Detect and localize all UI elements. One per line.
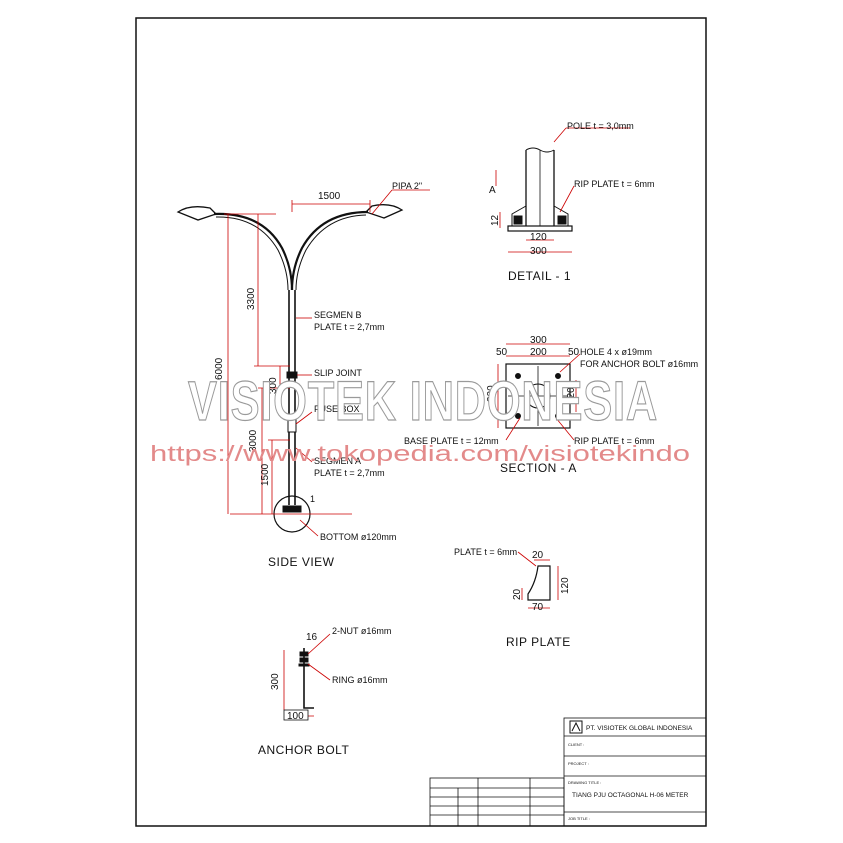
anchor-bolt-dimensions bbox=[283, 633, 331, 717]
side-view-text: 1500 PIPA 2" 6000 3300 300 3000 1500 SEG… bbox=[214, 181, 422, 569]
left-arm-inner bbox=[215, 216, 289, 291]
label-segmen-a-plate: PLATE t = 2,7mm bbox=[314, 468, 385, 478]
dim-top-span: 1500 bbox=[318, 191, 341, 202]
label-segmen-a: SEGMEN A bbox=[314, 456, 361, 466]
dim-section-left: 50 bbox=[496, 347, 508, 358]
section-a bbox=[505, 363, 571, 429]
label-detail-rip-plate: RIP PLATE t = 6mm bbox=[574, 179, 654, 189]
dim-detail-outer: 300 bbox=[530, 246, 547, 257]
right-arm bbox=[290, 210, 369, 291]
label-segmen-b: SEGMEN B bbox=[314, 310, 362, 320]
label-hole-anchor: FOR ANCHOR BOLT ø16mm bbox=[580, 359, 698, 369]
dim-detail-inner: 120 bbox=[530, 232, 547, 243]
dim-upper: 3300 bbox=[246, 287, 257, 310]
company-logo bbox=[569, 720, 583, 734]
dim-anchor-top: 16 bbox=[306, 632, 318, 643]
detail-1 bbox=[507, 147, 573, 232]
watermark-text: VISIOTEK INDONESIA bbox=[188, 369, 658, 432]
drawing-title-label: DRAWING TITLE : bbox=[568, 780, 601, 785]
title-side-view: SIDE VIEW bbox=[268, 555, 335, 569]
right-arm-inner bbox=[295, 214, 367, 291]
dim-rip-bottom: 70 bbox=[532, 602, 544, 613]
label-fuse-box: FUSE BOX bbox=[314, 404, 360, 414]
watermark-url: https://www.tokopedia.com/visiotekindo bbox=[150, 441, 690, 466]
label-nut: 2-NUT ø16mm bbox=[332, 626, 391, 636]
dim-total-height: 6000 bbox=[214, 357, 225, 380]
dim-anchor-foot: 100 bbox=[287, 711, 304, 722]
title-detail-1: DETAIL - 1 bbox=[508, 269, 571, 283]
dim-section-mid: 200 bbox=[530, 347, 547, 358]
title-rip-plate: RIP PLATE bbox=[506, 635, 571, 649]
dim-section-right: 50 bbox=[568, 347, 580, 358]
dim-anchor-height: 300 bbox=[270, 673, 281, 690]
section-a-text: 300 50 200 50 300 120 HOLE 4 x ø19mm FOR… bbox=[404, 335, 698, 475]
dim-section-height: 300 bbox=[486, 385, 497, 402]
watermark: VISIOTEK INDONESIA https://www.tokopedia… bbox=[150, 368, 690, 466]
label-hole: HOLE 4 x ø19mm bbox=[580, 347, 652, 357]
fuse-box bbox=[287, 417, 297, 433]
label-pole: POLE t = 3,0mm bbox=[567, 121, 634, 131]
dim-section-inner: 120 bbox=[566, 387, 577, 404]
dim-section-width: 300 bbox=[530, 335, 547, 346]
left-arm bbox=[213, 212, 294, 291]
anchor-bolt bbox=[298, 648, 314, 709]
company-name: PT. VISIOTEK GLOBAL INDONESIA bbox=[586, 725, 693, 732]
side-view-dimensions bbox=[224, 189, 430, 537]
label-base-plate: BASE PLATE t = 12mm bbox=[404, 436, 499, 446]
label-rip-plate-thickness: PLATE t = 6mm bbox=[454, 547, 517, 557]
sheet-border bbox=[135, 17, 707, 827]
dim-rip-side: 20 bbox=[512, 588, 523, 600]
label-bottom: BOTTOM ø120mm bbox=[320, 532, 396, 542]
title-block-text: PT. VISIOTEK GLOBAL INDONESIA CLIENT : P… bbox=[568, 725, 693, 821]
dim-rip-top: 20 bbox=[532, 550, 544, 561]
title-section-a: SECTION - A bbox=[500, 461, 577, 475]
dim-rip-height: 120 bbox=[560, 577, 571, 594]
dim-slip: 300 bbox=[268, 377, 279, 394]
section-a-dimensions bbox=[497, 343, 581, 441]
dim-base: 1500 bbox=[260, 463, 271, 486]
label-ring: RING ø16mm bbox=[332, 675, 388, 685]
label-segmen-b-plate: PLATE t = 2,7mm bbox=[314, 322, 385, 332]
dim-lower: 3000 bbox=[248, 429, 259, 452]
dim-detail-height: 12 bbox=[490, 214, 501, 226]
right-lamp-head bbox=[364, 204, 404, 219]
rip-plate-text: PLATE t = 6mm 20 20 70 120 RIP PLATE bbox=[454, 547, 571, 649]
base-plate bbox=[282, 505, 302, 513]
drawing-title: TIANG PJU OCTAGONAL H-06 METER bbox=[572, 792, 689, 799]
title-block bbox=[429, 717, 707, 827]
label-slip-joint: SLIP JOINT bbox=[314, 368, 362, 378]
label-callout-1: 1 bbox=[310, 494, 315, 504]
label-section-mark: A bbox=[489, 185, 496, 196]
detail-1-dimensions bbox=[495, 127, 630, 253]
label-section-rip-plate: RIP PLATE t = 6mm bbox=[574, 436, 654, 446]
side-view bbox=[176, 204, 404, 533]
job-title-label: JOB TITLE : bbox=[568, 816, 590, 821]
detail-1-text: POLE t = 3,0mm RIP PLATE t = 6mm A 120 3… bbox=[489, 121, 654, 283]
rip-plate-dimensions bbox=[517, 551, 559, 609]
client-label: CLIENT : bbox=[568, 742, 584, 747]
label-pipa: PIPA 2" bbox=[392, 181, 422, 191]
left-lamp-head bbox=[176, 206, 218, 221]
anchor-bolt-text: 16 2-NUT ø16mm RING ø16mm 300 100 ANCHOR… bbox=[258, 626, 391, 757]
title-anchor-bolt: ANCHOR BOLT bbox=[258, 743, 349, 757]
rip-plate bbox=[527, 565, 551, 601]
project-label: PROJECT : bbox=[568, 761, 589, 766]
